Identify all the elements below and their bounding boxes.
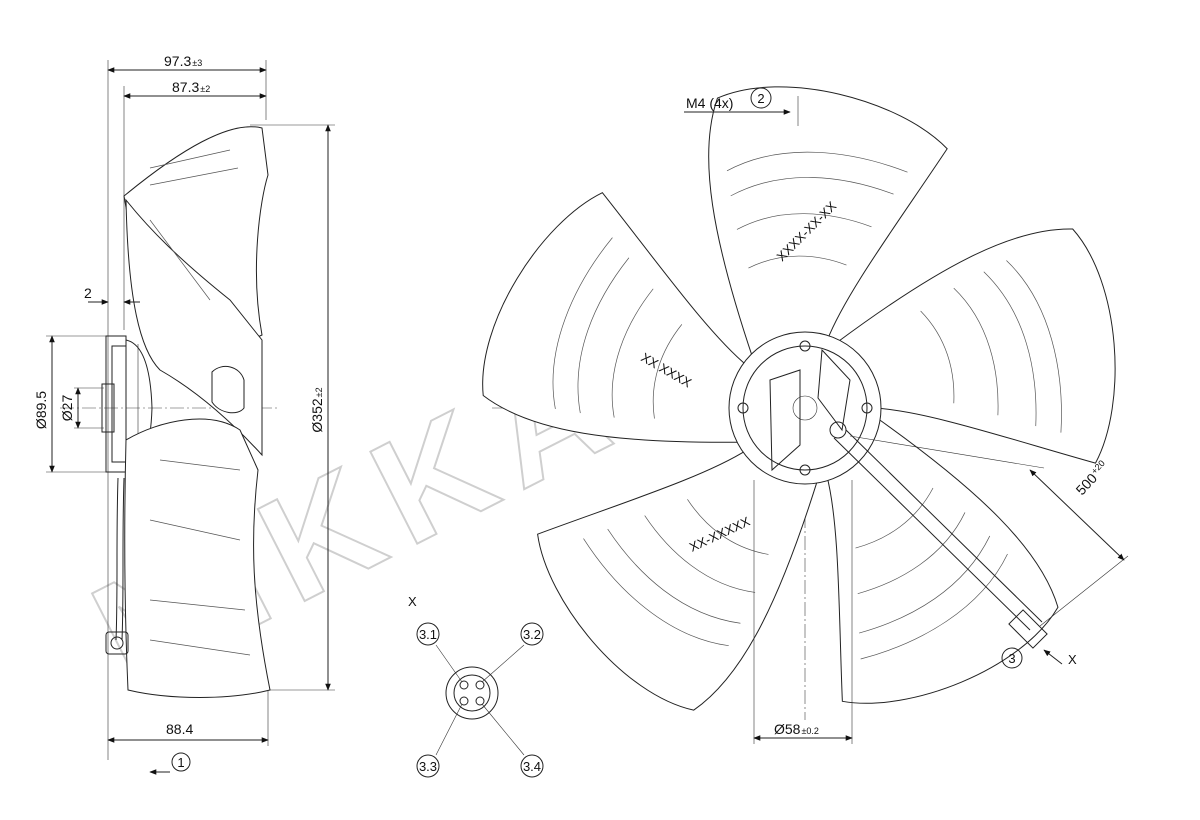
pin-3-4	[475, 696, 485, 706]
hub-outer	[728, 331, 882, 485]
section-label: X	[1068, 652, 1077, 667]
hub-label-plate	[817, 348, 851, 432]
mount-hole-top	[799, 340, 811, 352]
pin-3-1	[459, 680, 469, 690]
dim-bolt-circle: Ø58±0.2	[774, 721, 819, 737]
connector-view-title: X	[408, 594, 417, 609]
side-blade-slots	[149, 149, 251, 656]
fan-blade-outline	[708, 86, 948, 359]
dim-flange-offset: 2	[84, 285, 92, 301]
side-blade-lower	[124, 418, 271, 698]
fan-blade-outline	[537, 448, 819, 711]
pin-callout-circle-1	[416, 622, 440, 646]
front-view: XX XXXX XXXX-XX-XX XX-XXXXX M4 (4x) 2 Ø5…	[482, 86, 1129, 744]
airflow-callout: 1	[177, 755, 184, 770]
fan-blade-slot	[552, 237, 613, 409]
side-cable	[115, 477, 119, 641]
fan-blade-slot	[726, 151, 908, 173]
section-arrow	[1043, 649, 1063, 665]
fan-blade	[708, 86, 948, 359]
side-view: 97.3±3 87.3±2 2 Ø352±2 Ø89.5 Ø27 88.4 1	[33, 53, 335, 775]
fan-blade	[537, 448, 819, 711]
fan-blade	[835, 228, 1116, 464]
fan-blade-slot	[1006, 260, 1062, 433]
mount-hole-left	[737, 402, 749, 414]
pin-3-3	[459, 696, 469, 706]
fan-blade-slot	[953, 287, 999, 416]
front-cable-edge	[845, 429, 1043, 623]
connector-view: X 3.1 3.2 3.3 3.4	[408, 594, 544, 778]
dim-base-depth: 88.4	[166, 721, 193, 737]
fan-blade-outline	[482, 192, 749, 443]
fan-blade-slot	[983, 271, 1037, 427]
dim-hub-diameter: Ø89.5	[33, 391, 49, 429]
fan-blade-outline	[835, 228, 1116, 464]
pin-callout-circle-2	[520, 622, 544, 646]
ext-500a	[849, 435, 1045, 469]
fan-blade	[482, 192, 749, 443]
fan-blade-slot	[859, 535, 991, 634]
connector-inner	[453, 674, 491, 712]
front-connector	[1008, 609, 1048, 649]
cable-callout: 3	[1008, 651, 1015, 666]
fan-blade-slot	[644, 515, 756, 593]
thread-callout: 2	[757, 91, 764, 106]
fan-blade-slot	[607, 528, 741, 624]
fan-blade-slot	[611, 288, 654, 418]
motor-flange-inner	[111, 345, 127, 463]
fan-blade-slot	[736, 213, 872, 230]
pin-label-3-2: 3.2	[523, 627, 541, 642]
fan-blade-slot	[687, 499, 769, 555]
pin-label-3-1: 3.1	[419, 627, 437, 642]
side-connector	[105, 631, 129, 655]
fan-blade-slot	[652, 324, 683, 419]
thread-callout-circle	[750, 87, 772, 109]
hub-ring	[742, 345, 868, 471]
motor-flange	[105, 335, 127, 473]
side-connector-face	[110, 636, 124, 650]
fan-blade-slot	[920, 310, 955, 404]
pin-label-3-3: 3.3	[419, 759, 437, 774]
dim-shaft-diameter: Ø27	[59, 395, 75, 422]
leader-3-2	[481, 644, 525, 683]
fan-blade-slot	[857, 512, 966, 595]
fan-blade-slot	[748, 255, 847, 269]
side-blade-root	[211, 365, 245, 414]
pin-label-3-4: 3.4	[523, 759, 541, 774]
fan-blade-slot	[860, 553, 1008, 660]
fan-blade	[826, 416, 1059, 704]
cable-callout-circle	[1001, 647, 1023, 669]
mount-hole-bottom	[799, 464, 811, 476]
front-cable	[833, 437, 1031, 631]
ext-500b	[1039, 555, 1129, 627]
mount-hole-right	[861, 402, 873, 414]
dim-line-500	[1029, 469, 1125, 561]
connector-outer	[445, 666, 499, 720]
pin-3-2	[475, 680, 485, 690]
side-cable-edge	[121, 477, 125, 641]
dim-overall-depth: 97.3±3	[164, 53, 202, 69]
leader-3-1	[435, 644, 463, 683]
thread-label: M4 (4x)	[686, 95, 733, 111]
fan-blades	[482, 86, 1116, 711]
fan-blade-slot	[583, 538, 729, 647]
fan-blade-outline	[826, 416, 1059, 704]
fan-blade-slot	[730, 177, 894, 197]
hub-center	[792, 395, 818, 421]
leader-3-3	[435, 703, 463, 756]
pin-callout-circle-3	[416, 754, 440, 778]
fan-blade-slot	[577, 257, 630, 414]
hub-spoke	[769, 369, 801, 472]
pin-callout-circle-4	[520, 754, 544, 778]
shaft-boss	[101, 383, 115, 433]
airflow-callout-circle	[171, 752, 191, 772]
leader-3-4	[481, 703, 525, 756]
dim-blade-depth: 87.3±2	[172, 79, 210, 95]
dim-cable-length: 500+20	[1072, 458, 1111, 498]
fan-blade-slot	[855, 487, 934, 549]
dim-diameter: Ø352±2	[309, 387, 325, 432]
